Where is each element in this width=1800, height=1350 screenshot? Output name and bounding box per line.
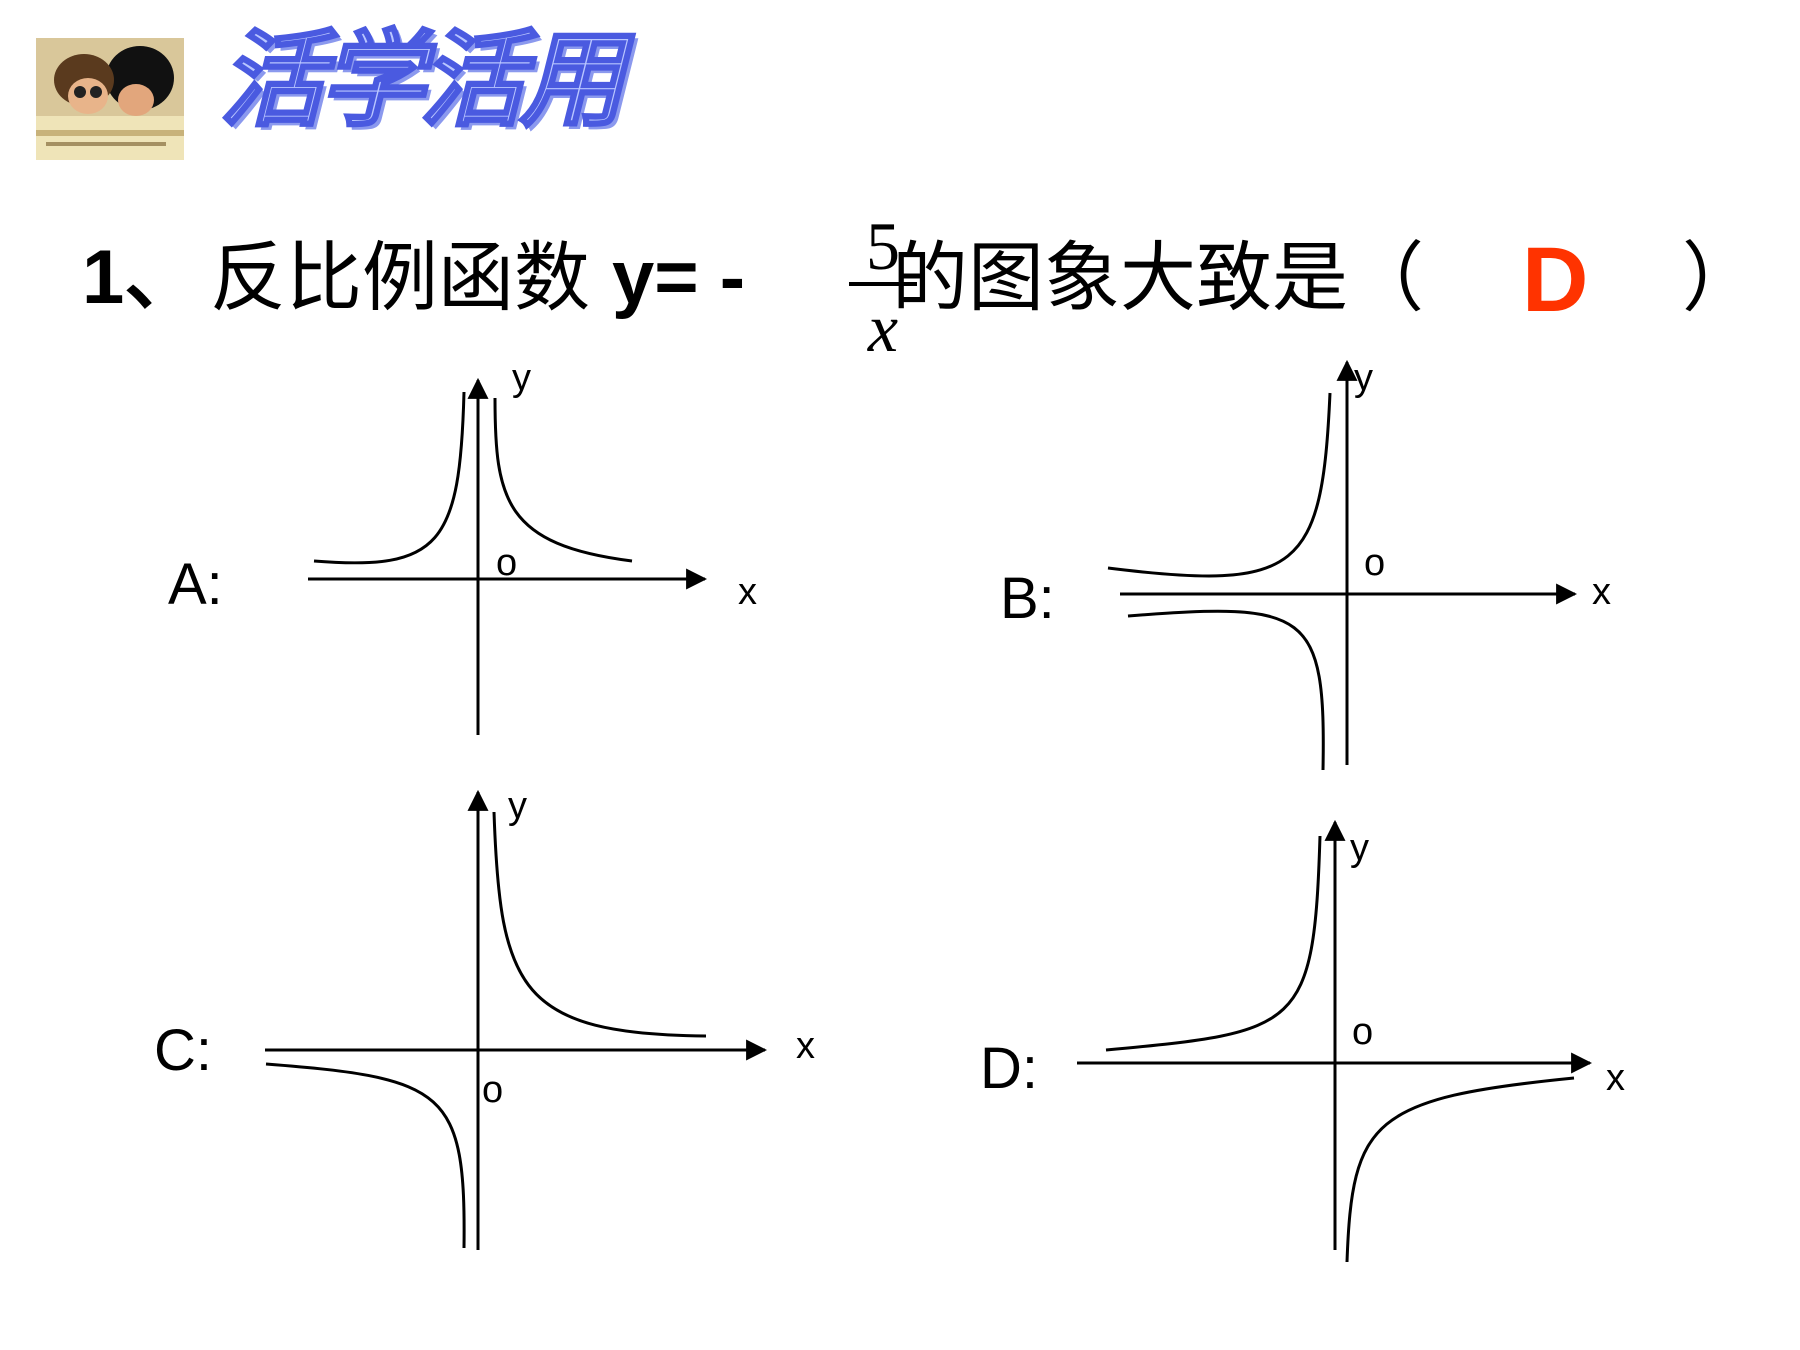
graph-c-branch-lower <box>265 1062 466 1249</box>
graph-d-branch-upper <box>1105 835 1322 1052</box>
graph-d-y-label: y <box>1350 827 1369 869</box>
graph-c-x-label: x <box>796 1025 815 1067</box>
graph-c-origin-label: o <box>482 1069 503 1111</box>
graph-c: y x o <box>265 785 815 1250</box>
graph-d-x-label: x <box>1606 1057 1625 1099</box>
graph-a: y x o <box>308 357 757 735</box>
graph-b-x-label: x <box>1592 571 1611 613</box>
graph-b-y-label: y <box>1354 357 1373 399</box>
graph-a-y-label: y <box>512 357 531 399</box>
header-title: 活学活用 <box>218 19 625 141</box>
graph-d-branch-lower <box>1345 1076 1575 1263</box>
option-label-b: B: <box>1000 566 1055 631</box>
graph-b: y x o <box>1107 357 1611 771</box>
question-close-paren: ） <box>1682 233 1758 322</box>
header-illustration <box>36 38 184 160</box>
option-label-c: C: <box>154 1018 212 1083</box>
graph-d-origin-label: o <box>1352 1011 1373 1053</box>
graph-b-branch-upper <box>1107 392 1332 578</box>
answer-text: D <box>1522 229 1589 331</box>
question-formula: y= - <box>612 235 746 320</box>
question-text-before: 反比例函数 <box>210 233 590 322</box>
question-text-after: 的图象大致是（ <box>892 233 1424 322</box>
graph-a-branch-left <box>313 391 466 565</box>
question: 1、 反比例函数 y= - 5 x 的图象大致是（ D ） <box>82 212 1782 370</box>
fraction: 5 x <box>847 208 919 362</box>
fraction-numerator: 5 <box>866 208 900 284</box>
graph-b-origin-label: o <box>1364 542 1385 584</box>
graph-a-origin-label: o <box>496 542 517 584</box>
graph-a-x-label: x <box>738 571 757 613</box>
fraction-denominator: x <box>867 290 899 366</box>
option-label-a: A: <box>168 552 223 617</box>
graph-c-branch-upper <box>492 811 707 1038</box>
option-label-d: D: <box>980 1036 1038 1101</box>
fraction-bar <box>849 282 917 286</box>
graph-a-branch-right <box>493 397 633 563</box>
graph-b-branch-lower <box>1127 609 1325 771</box>
question-number: 1、 <box>82 235 201 320</box>
graph-d: y x o <box>1077 819 1625 1263</box>
graph-c-y-label: y <box>508 785 527 827</box>
